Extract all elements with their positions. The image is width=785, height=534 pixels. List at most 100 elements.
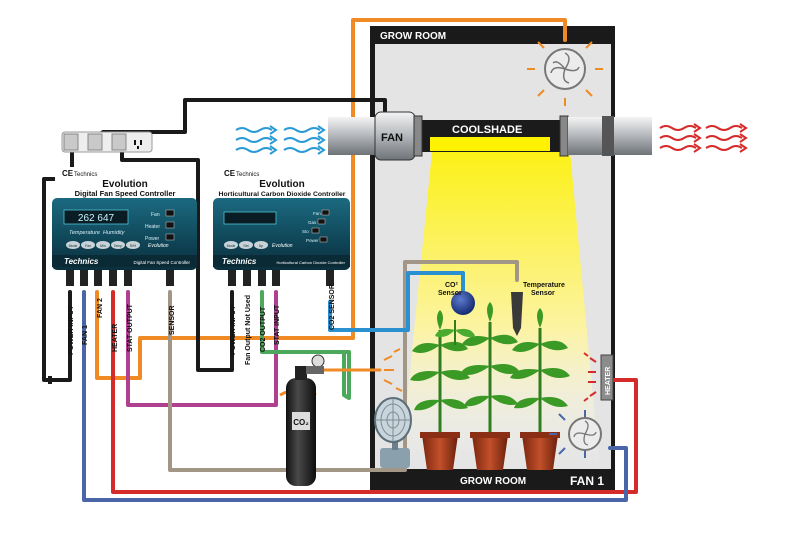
- plant-3: [510, 308, 570, 470]
- air-out-arrows: [659, 123, 748, 153]
- co2-sensor-label-2: Sensor: [438, 290, 462, 297]
- fan-btn-min-label: Min: [100, 244, 106, 248]
- co2-btn-mode-label: Mode: [227, 244, 236, 248]
- co2-btn-up-label: Up: [259, 244, 264, 248]
- co2-controller-indicator-power: Power: [306, 238, 319, 243]
- plug-3: [111, 133, 127, 151]
- co2-sensor-ball: [451, 291, 475, 315]
- co2-controller-indicator-gas: Gas: [308, 220, 317, 225]
- coolshade-label: COOLSHADE: [452, 124, 522, 136]
- light-beam: [400, 152, 600, 470]
- port-co2-sensor: CO2 SENSOR: [329, 284, 336, 330]
- heater: HEATER: [583, 352, 614, 402]
- co2-regulator-body: [306, 366, 324, 374]
- plug-2: [87, 133, 103, 151]
- port-fan-2: FAN 2: [97, 298, 104, 318]
- wire-end-caps: [48, 376, 52, 384]
- wire-black-co2: [120, 149, 234, 372]
- fan-controller-buttons: Mode Fan Min Temp R/H: [66, 241, 140, 249]
- air-in-arrows: [235, 125, 326, 155]
- fan-controller-humidity-label: Humidity: [103, 230, 126, 236]
- temperature-sensor-label-1: Temperature: [523, 282, 565, 289]
- co2-regulator-gauge: [311, 354, 325, 368]
- grow-room-title-top: GROW ROOM: [380, 31, 446, 42]
- fan-controller-temperature-label: Temperature: [69, 230, 100, 236]
- port-fan-1: FAN 1: [82, 325, 89, 345]
- fan-controller-ce: CE: [62, 169, 74, 178]
- fan1-label: FAN 1: [570, 474, 604, 488]
- power-strip-body: [61, 131, 153, 153]
- fan-controller: CE Technics Evolution Digital Fan Speed …: [52, 167, 197, 355]
- co2-btn-set-label: Set: [243, 244, 248, 248]
- co2-controller-display: [223, 211, 277, 225]
- co2-cylinder: CO₂: [279, 354, 325, 486]
- fan-btn-mode[interactable]: [66, 241, 80, 249]
- port-fan-output-not-used: Fan Output Not Used: [245, 295, 252, 365]
- fan-controller-ce-brand: Technics: [74, 172, 97, 178]
- fan-led-heater: [165, 221, 175, 229]
- oscillating-fan: [374, 397, 412, 468]
- co2-led-sto: [311, 227, 320, 234]
- wire-red-heater: [111, 290, 638, 494]
- co2-sensor-label-1: CO²: [445, 282, 459, 289]
- fan-btn-rh[interactable]: [126, 241, 140, 249]
- fan-btn-temp-label: Temp: [114, 244, 123, 248]
- coolshade-glass: [430, 137, 550, 151]
- port-stat-input: STAT INPUT: [274, 304, 281, 345]
- duct-right-cuff: [602, 116, 614, 156]
- wire-magenta-stat: [126, 290, 278, 407]
- fan-led-power: [165, 233, 175, 241]
- power-strip: [61, 131, 153, 153]
- duct-fan-label: FAN: [381, 132, 403, 144]
- temperature-sensor-label-2: Sensor: [531, 290, 555, 297]
- co2-controller-ce: CE: [224, 169, 236, 178]
- wire-taupe-sensor: [168, 260, 519, 472]
- co2-led-fan: [321, 209, 330, 216]
- port-co2-output: CO2 OUTPUT: [260, 306, 267, 352]
- duct-clamp-right: [559, 115, 569, 157]
- fan-controller-model-label: Evolution: [148, 243, 169, 249]
- co2-controller-ce-brand: Technics: [236, 172, 259, 178]
- co2-controller-indicator-sto: Sto: [302, 229, 309, 234]
- fan-btn-mode-label: Mode: [69, 244, 78, 248]
- fan-controller-title: Evolution: [102, 179, 148, 190]
- oscillating-fan-base: [380, 448, 410, 468]
- plants: [410, 302, 570, 470]
- duct-clamp-left: [413, 115, 423, 157]
- heater-body: [600, 354, 614, 401]
- port-sensor: SENSOR: [169, 305, 176, 335]
- grow-room-title-bottom: GROW ROOM: [460, 476, 526, 487]
- co2-controller-indicator-fan: Fan: [313, 211, 321, 216]
- fan-btn-fan-label: Fan: [85, 244, 91, 248]
- fan-btn-min[interactable]: [96, 241, 110, 249]
- duct-left: [328, 117, 378, 155]
- co2-btn-mode[interactable]: [224, 241, 238, 249]
- wire-blue-fan1: [82, 290, 628, 502]
- fan-controller-footer: [52, 255, 197, 267]
- wire-green-co2: [260, 290, 351, 400]
- co2-btn-up[interactable]: [254, 241, 268, 249]
- temperature-sensor: Temperature Sensor: [511, 282, 565, 336]
- fan-btn-fan[interactable]: [81, 241, 95, 249]
- fan-controller-footer-label: Digital Fan Speed Controller: [133, 260, 190, 265]
- co2-controller: CE Technics Evolution Horticultural Carb…: [213, 167, 350, 365]
- fan-led-fan: [165, 209, 175, 217]
- port-power-input: POWER INPUT: [68, 305, 75, 355]
- port-stat-output: STAT OUTPUT: [127, 303, 134, 352]
- wiring: [42, 18, 638, 502]
- fan-controller-nameplate: [55, 167, 195, 199]
- co2-controller-footer-label: Horticultural Carbon Dioxide Controller: [277, 260, 346, 265]
- co2-btn-set[interactable]: [239, 241, 253, 249]
- co2-controller-connectors: [228, 270, 334, 286]
- fan-controller-indicator-fan: Fan: [151, 212, 160, 218]
- co2-cylinder-label-patch: [292, 412, 310, 430]
- fan-controller-subtitle: Digital Fan Speed Controller: [75, 189, 176, 198]
- fan-controller-brand: Technics: [64, 257, 99, 266]
- fan-controller-display-value: 262 647: [78, 213, 115, 224]
- fan-controller-port-labels: POWER INPUT FAN 1 FAN 2 HEATER STAT OUTP…: [68, 298, 176, 355]
- fan-btn-temp[interactable]: [111, 241, 125, 249]
- co2-cylinder-label: CO₂: [293, 418, 309, 427]
- co2-controller-model-label: Evolution: [272, 243, 293, 249]
- co2-sensor: CO² Sensor: [438, 282, 475, 315]
- duct: FAN COOLSHADE: [328, 111, 652, 161]
